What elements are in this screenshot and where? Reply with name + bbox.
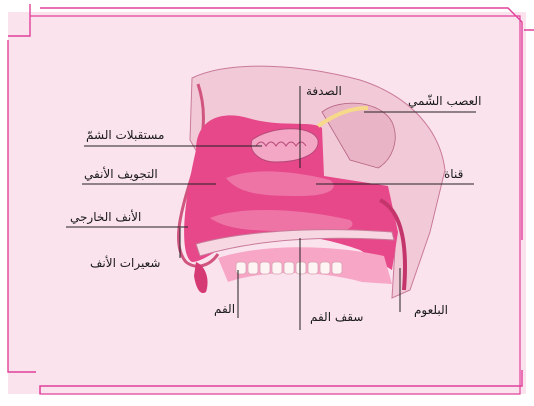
label-concha: الصدفة (306, 84, 342, 98)
label-olfactory-nerve: العصب الشّمي (408, 94, 481, 108)
teeth (236, 262, 342, 274)
label-olfactory-receptors: مستقبلات الشمّ (86, 128, 164, 142)
label-external-nose: الأنف الخارجي (70, 210, 141, 224)
label-mouth: الفم (214, 302, 235, 316)
label-duct: قناة (444, 167, 463, 181)
label-nasal-cavity: التجويف الأنفي (84, 167, 158, 181)
label-nose-hairs: شعيرات الأنف (90, 256, 160, 270)
label-pharynx: البلعوم (414, 303, 448, 317)
label-palate: سقف الفم (310, 310, 363, 324)
